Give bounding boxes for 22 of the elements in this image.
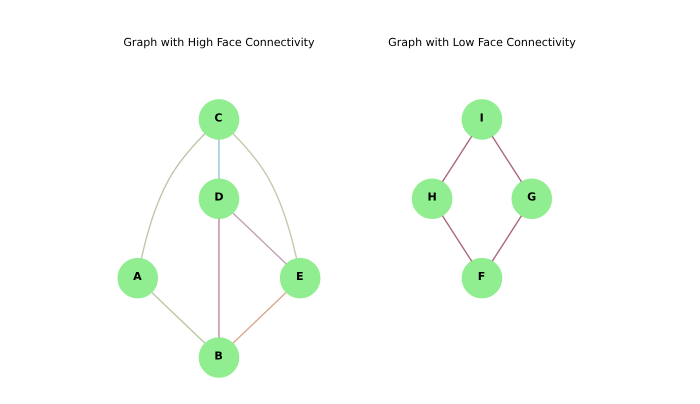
label: Graph with High Face Connectivity — [123, 36, 315, 50]
connector — [492, 215, 522, 262]
node-circle: I — [462, 99, 502, 140]
connector — [218, 218, 220, 338]
connector — [218, 140, 220, 179]
connector — [232, 212, 287, 264]
connector — [442, 136, 472, 182]
connector — [232, 133, 298, 259]
node-circle: A — [117, 258, 158, 298]
connector — [140, 133, 206, 259]
node-circle: G — [511, 178, 552, 220]
node-circle: E — [280, 258, 320, 298]
connector — [232, 292, 286, 344]
node-circle: F — [462, 258, 502, 298]
connector — [151, 292, 206, 344]
connector — [492, 136, 522, 182]
node-circle: C — [198, 99, 240, 140]
node-circle: H — [412, 178, 452, 220]
node-circle: D — [198, 178, 240, 220]
label: Graph with Low Face Connectivity — [388, 36, 576, 50]
connector — [442, 215, 472, 262]
node-circle: B — [198, 337, 240, 378]
